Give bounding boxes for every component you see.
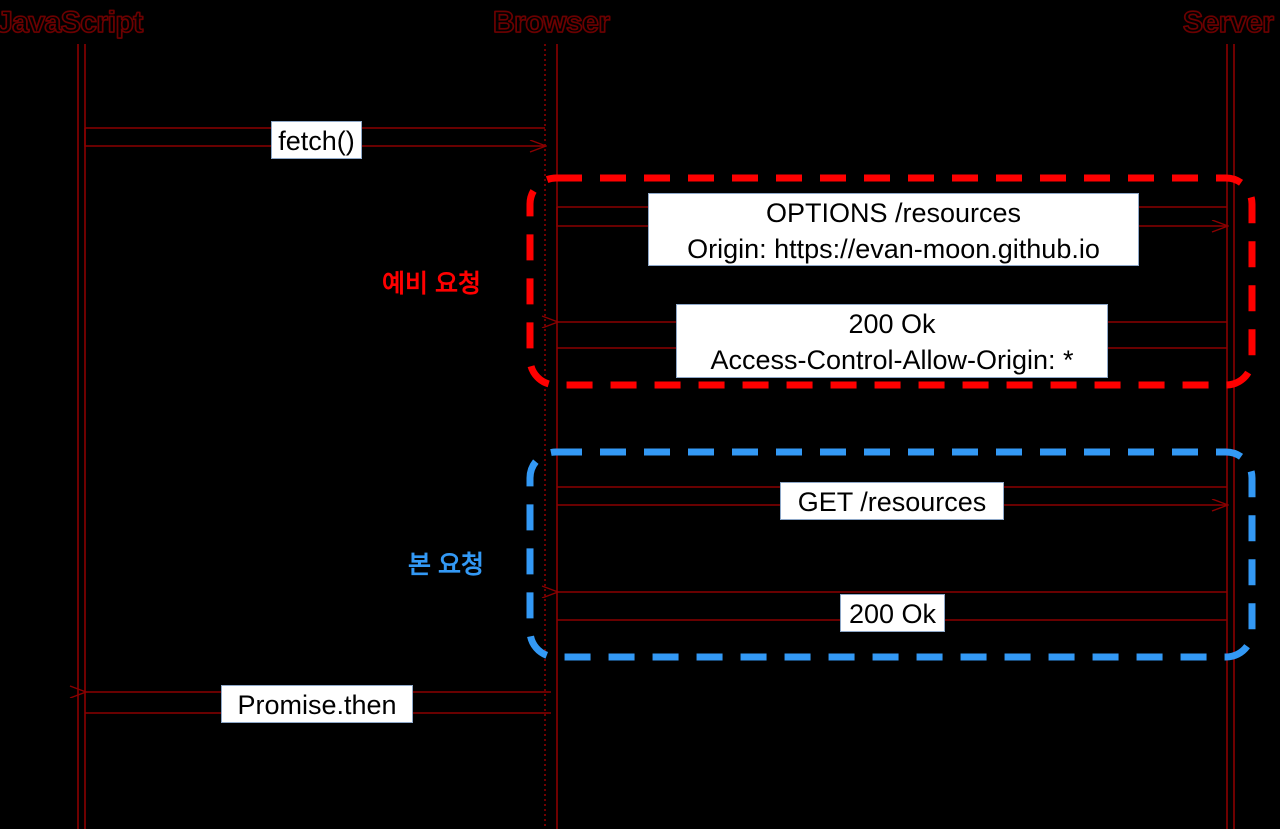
message-label-fetch: fetch() <box>271 121 362 159</box>
group-label-actual: 본 요청 <box>408 551 484 579</box>
message-label-promise-then: Promise.then <box>221 685 413 723</box>
message-label-get-request: GET /resources <box>780 482 1004 520</box>
message-line: 200 Ok <box>848 309 936 339</box>
message-line: OPTIONS /resources <box>765 198 1022 228</box>
message-label-options-response: 200 Ok Access-Control-Allow-Origin: * <box>676 304 1108 378</box>
message-line: GET /resources <box>797 487 987 517</box>
group-frame-preflight <box>526 174 1256 389</box>
message-label-get-response: 200 Ok <box>840 594 945 632</box>
message-line: 200 Ok <box>848 599 937 629</box>
message-line: fetch() <box>278 126 355 156</box>
message-label-options-request: OPTIONS /resources Origin: https://evan-… <box>648 193 1139 266</box>
message-line: Access-Control-Allow-Origin: * <box>710 345 1074 375</box>
group-label-preflight: 예비 요청 <box>382 270 481 298</box>
lifeline-browser <box>544 44 558 829</box>
lifeline-javascript <box>77 44 86 829</box>
message-line: Origin: https://evan-moon.github.io <box>687 234 1100 264</box>
lifeline-server <box>1226 44 1235 829</box>
group-frame-actual <box>526 448 1256 661</box>
message-line: Promise.then <box>237 690 397 720</box>
